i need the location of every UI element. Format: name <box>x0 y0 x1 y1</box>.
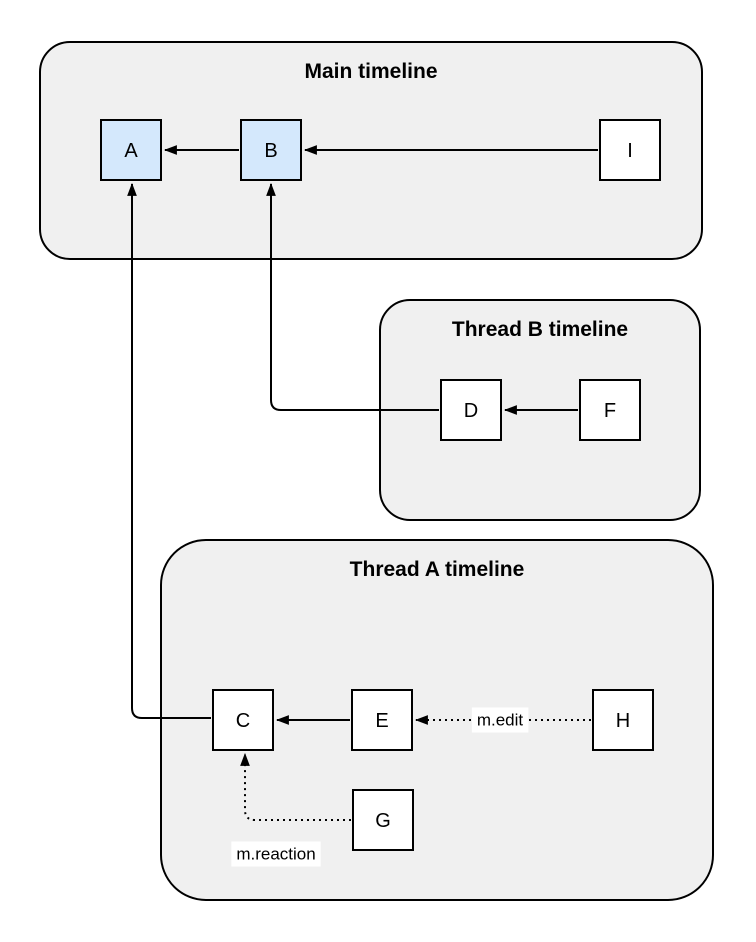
node-A <box>100 119 162 181</box>
edge-label-bg-H-to-E <box>471 707 529 733</box>
node-label-G: G <box>375 810 391 832</box>
container-title-thread-a-timeline: Thread A timeline <box>350 558 525 581</box>
node-label-C: C <box>236 710 250 732</box>
node-D <box>440 379 502 441</box>
node-C <box>212 689 274 751</box>
node-E <box>351 689 413 751</box>
node-I <box>599 119 661 181</box>
edge-label-bg-G-to-C <box>231 841 321 867</box>
node-label-E: E <box>375 710 388 732</box>
edge-label-H-to-E: m.edit <box>477 711 524 730</box>
node-label-I: I <box>627 140 633 162</box>
container-title-main-timeline: Main timeline <box>304 60 437 83</box>
node-label-A: A <box>124 140 138 162</box>
edge-C-to-A <box>127 182 211 719</box>
container-title-thread-b-timeline: Thread B timeline <box>452 318 628 341</box>
node-F <box>579 379 641 441</box>
node-H <box>592 689 654 751</box>
node-label-H: H <box>616 710 630 732</box>
node-B <box>240 119 302 181</box>
container-thread-a-timeline <box>160 539 714 901</box>
node-label-D: D <box>464 400 478 422</box>
node-label-F: F <box>604 400 616 422</box>
node-G <box>352 789 414 851</box>
edge-label-G-to-C: m.reaction <box>236 845 315 864</box>
node-label-B: B <box>264 140 277 162</box>
edge-D-to-B <box>266 182 439 411</box>
edge-G-to-C <box>240 752 351 821</box>
